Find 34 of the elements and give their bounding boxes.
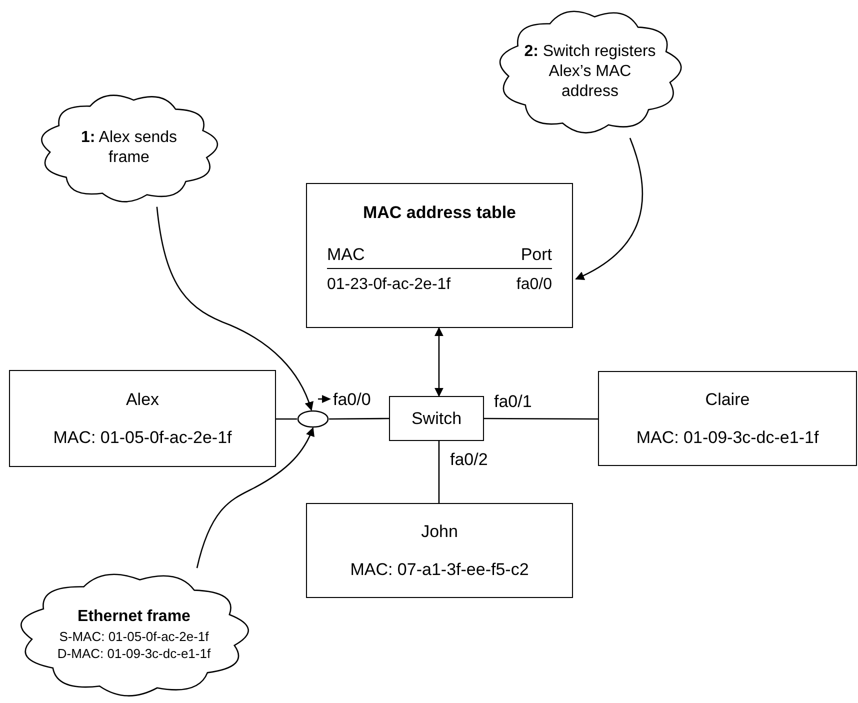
mac-address: MAC: 01-05-0f-ac-2e-1f: [53, 426, 232, 448]
host-box: [9, 370, 276, 467]
arrow: [434, 327, 444, 397]
host-name: Claire: [705, 389, 750, 411]
mac-address: MAC: 01-09-3c-dc-e1-1f: [636, 426, 819, 448]
frame-ellipse: [297, 410, 329, 428]
arrow: [575, 138, 644, 280]
port-label: fa0/2: [450, 450, 488, 469]
cloud-text: 2: Switch registers Alex’s MAC address: [523, 42, 657, 102]
arrow: [196, 427, 314, 568]
host-box: [306, 503, 573, 598]
link-line: [484, 418, 598, 420]
column-header: MAC: [327, 244, 365, 266]
mac-address: MAC: 07-a1-3f-ee-f5-c2: [350, 558, 529, 580]
arrow: [156, 206, 314, 411]
switch-box: [389, 396, 484, 441]
cloud-heading: Ethernet frame: [78, 607, 190, 628]
link-line: [276, 418, 297, 420]
host-box: [598, 371, 857, 466]
port-label: fa0/0: [333, 390, 371, 409]
host-name: John: [421, 521, 458, 543]
mac-table-box: [306, 183, 573, 328]
link-line: [438, 441, 440, 503]
link-line: [329, 418, 389, 420]
host-name: Alex: [126, 389, 160, 411]
column-header: Port: [520, 244, 552, 266]
cloud-text: 1: Alex sends frame: [80, 128, 178, 168]
node-label: Switch: [411, 408, 462, 430]
table-value: 01-23-0f-ac-2e-1f: [327, 274, 451, 294]
port-label: fa0/1: [494, 392, 532, 411]
cloud-text: D-MAC: 01-09-3c-dc-e1-1f: [57, 646, 211, 662]
table-value: fa0/0: [516, 274, 552, 294]
cloud-text: S-MAC: 01-05-0f-ac-2e-1f: [59, 629, 209, 646]
table-title: MAC address table: [362, 203, 516, 222]
